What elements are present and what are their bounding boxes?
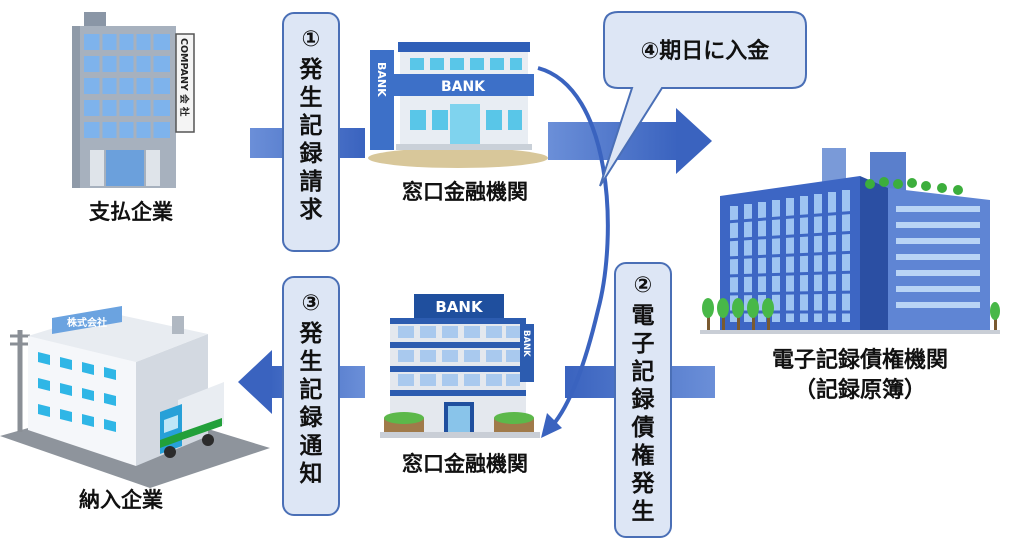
step3-box: ③ 発 生 記 録 通 知: [282, 276, 340, 516]
bank-top-label: 窓口金融機関: [402, 180, 528, 204]
step3-char: 生: [299, 349, 323, 375]
payer-label: 支払企業: [89, 200, 173, 224]
top-bank-building-icon: BANK BANK: [368, 42, 548, 168]
step1-char: 求: [299, 197, 323, 223]
registry-sub-label: （記録原簿）: [793, 378, 926, 403]
payer-building-icon: COMPANY 会 社: [72, 12, 195, 188]
step3-char: 記: [299, 377, 323, 403]
step3-char: 発: [299, 321, 323, 347]
step2-char: 子: [631, 331, 655, 357]
step3-char: 通: [299, 433, 323, 459]
step3-char: 知: [299, 461, 323, 487]
step3-number: ③: [301, 291, 321, 316]
step1-char: 生: [299, 85, 323, 111]
step2-char: 録: [631, 387, 655, 413]
bottom-bank-building-icon: BANK BANK: [380, 294, 540, 438]
step1-char: 発: [299, 57, 323, 83]
supplier-label: 納入企業: [79, 488, 163, 512]
step2-char: 債: [631, 415, 655, 441]
payment-curve-arrow: [537, 66, 610, 438]
step1-char: 記: [299, 113, 323, 139]
registry-building-icon: [700, 148, 1000, 334]
step2-char: 発: [631, 471, 655, 497]
company-sign-text: COMPANY 会 社: [178, 38, 190, 117]
bank-bottom-side-sign: BANK: [521, 330, 531, 357]
supplier-building-icon: 株式会社: [0, 306, 270, 488]
bank-top-front-sign: BANK: [441, 79, 486, 95]
step1-box: ① 発 生 記 録 請 求: [282, 12, 340, 252]
step2-number: ②: [633, 273, 653, 298]
supplier-sign-text: 株式会社: [67, 316, 107, 329]
arrow-bank-to-registry: [548, 108, 712, 174]
step2-char: 電: [631, 303, 655, 329]
registry-trees: [702, 298, 1000, 330]
step2-box: ② 電 子 記 録 債 権 発 生: [614, 262, 672, 538]
step2-char: 権: [631, 443, 655, 469]
bank-bottom-top-sign: BANK: [435, 298, 484, 316]
step2-char: 生: [631, 499, 655, 525]
step3-char: 録: [299, 405, 323, 431]
step1-number: ①: [301, 27, 321, 52]
registry-label: 電子記録債権機関: [771, 348, 948, 373]
step1-char: 請: [299, 169, 323, 195]
bank-top-vertical-sign: BANK: [375, 62, 388, 97]
step1-char: 録: [299, 141, 323, 167]
bank-bottom-label: 窓口金融機関: [402, 452, 528, 476]
step2-char: 記: [631, 359, 655, 385]
step4-speech-balloon: ④期日に入金: [599, 11, 807, 187]
step4-label: ④期日に入金: [641, 38, 771, 64]
